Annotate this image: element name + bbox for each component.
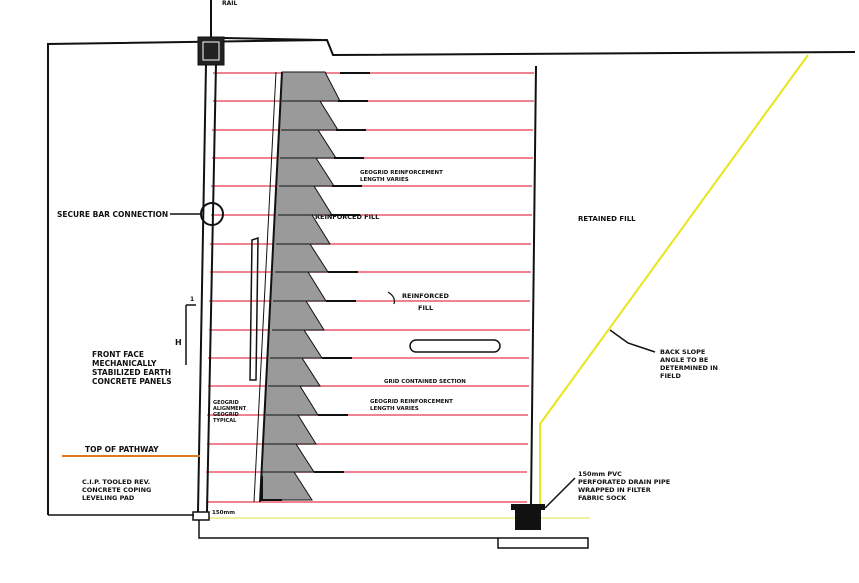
leveling-pad-line-2: CONCRETE COPING — [82, 486, 151, 494]
leveling-pad-line-3: LEVELING PAD — [82, 494, 135, 502]
front-face-line-4: CONCRETE PANELS — [92, 377, 172, 386]
culvert-outline — [409, 339, 501, 353]
front-face-inner — [206, 63, 217, 513]
drain-footing — [497, 537, 589, 549]
leveling-pad-label: C.I.P. TOOLED REV. CONCRETE COPING LEVEL… — [82, 478, 154, 502]
geogrid-lower-line-2: LENGTH VARIES — [370, 406, 419, 412]
back-slope-line-4: FIELD — [660, 372, 681, 380]
ground-profile-line — [47, 38, 856, 515]
drain-pipe-line-1: 150mm PVC — [578, 470, 622, 478]
front-face-line-3: STABILIZED EARTH — [92, 368, 171, 377]
geogrid-upper-label: GEOGRID REINFORCEMENT LENGTH VARIES — [360, 170, 445, 183]
small-inner-line-1: GEOGRID — [213, 400, 239, 406]
front-face-outer — [197, 63, 207, 513]
front-face-label: FRONT FACE MECHANICALLY STABILIZED EARTH… — [92, 350, 174, 386]
geogrid-lower-line-1: GEOGRID REINFORCEMENT — [370, 399, 453, 405]
geogrid-upper-line-1: GEOGRID REINFORCEMENT — [360, 170, 443, 176]
coping-block-icon — [197, 36, 225, 66]
small-inner-label: GEOGRID ALIGNMENT GEOGRID TYPICAL — [213, 400, 248, 424]
fill-zone-left-edge-inner — [253, 71, 277, 503]
back-slope-leader — [609, 329, 656, 353]
reinforced-zone-back — [530, 65, 537, 505]
retained-fill-label: RETAINED FILL — [578, 215, 636, 223]
reinforced-fill-mid-leader — [387, 291, 395, 305]
back-slope-line-1: BACK SLOPE — [660, 348, 705, 356]
base-dim-label: 150mm — [212, 510, 235, 516]
back-slope-label: BACK SLOPE ANGLE TO BE DETERMINED IN FIE… — [660, 348, 720, 380]
top-tag-label: RAIL — [222, 0, 237, 7]
geogrid-cell-label: GRID CONTAINED SECTION — [384, 379, 466, 385]
coping-block-detail — [202, 41, 220, 61]
reinforced-fill-mid-line-1: REINFORCED — [402, 292, 449, 300]
back-slope-line-2: ANGLE TO BE — [660, 356, 708, 364]
small-inner-line-3: GEOGRID — [213, 412, 239, 418]
drain-pipe-icon — [515, 508, 541, 530]
geogrid-upper-line-2: LENGTH VARIES — [360, 177, 409, 183]
drain-leader — [544, 477, 576, 509]
step-markers — [314, 72, 370, 473]
small-inner-line-2: ALIGNMENT — [213, 406, 247, 412]
front-face-line-1: FRONT FACE — [92, 350, 144, 359]
back-slope-line-3: DETERMINED IN — [660, 364, 718, 372]
foundation-outline — [198, 520, 498, 539]
leveling-pad-line-1: C.I.P. TOOLED REV. — [82, 478, 150, 486]
small-inner-line-4: TYPICAL — [213, 418, 237, 424]
secure-bar-connection-label: SECURE BAR CONNECTION — [57, 210, 168, 219]
dim-h-label: H — [175, 338, 182, 347]
geogrid-lower-label: GEOGRID REINFORCEMENT LENGTH VARIES — [370, 399, 455, 412]
drain-pipe-line-2: PERFORATED DRAIN PIPE — [578, 478, 670, 486]
reinforced-fill-label: REINFORCED FILL — [315, 213, 379, 221]
coping-cap-line — [223, 37, 323, 41]
geogrid-layers — [206, 72, 534, 503]
drain-pipe-line-4: FABRIC SOCK — [578, 494, 627, 502]
front-face-line-2: MECHANICALLY — [92, 359, 157, 368]
base-wedge — [261, 476, 282, 501]
reinforced-fill-mid-line-2: FILL — [418, 304, 433, 312]
drain-pipe-line-3: WRAPPED IN FILTER — [578, 486, 651, 494]
leveling-pad — [192, 511, 210, 521]
panel-anchor-bar — [249, 236, 259, 381]
top-of-pathway-label: TOP OF PATHWAY — [85, 445, 159, 454]
drain-pipe-cap — [511, 504, 545, 510]
reinforced-fill-mid-label: REINFORCED FILL — [402, 292, 451, 312]
drain-pipe-label: 150mm PVC PERFORATED DRAIN PIPE WRAPPED … — [578, 470, 672, 502]
dim-1-label: 1 — [190, 296, 194, 303]
back-slope-line — [539, 54, 809, 512]
fill-zone-left-edge — [259, 71, 283, 503]
